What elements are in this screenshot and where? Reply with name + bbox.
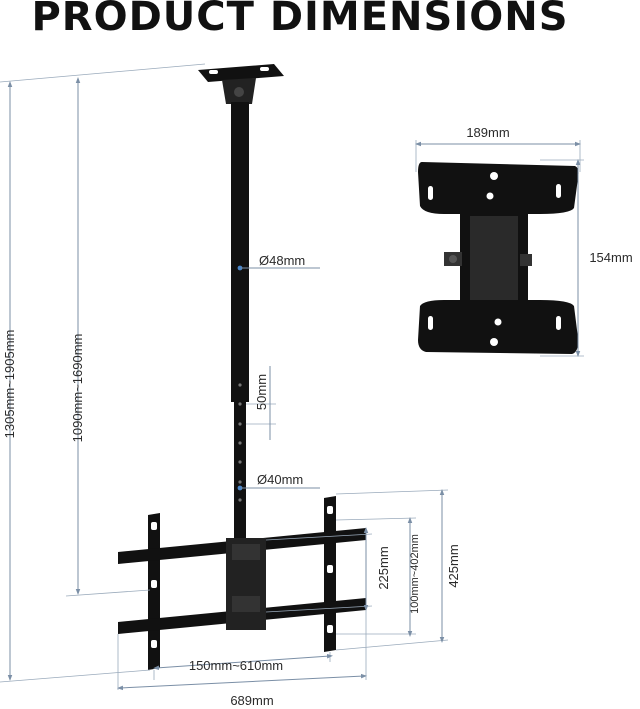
page-title: PRODUCT DIMENSIONS [31, 0, 569, 40]
vertical-range-label: 100mm~402mm [409, 534, 421, 614]
ceiling-mount [198, 64, 284, 104]
hole-spacing-label: 50mm [254, 374, 269, 410]
plate-width-label: 189mm [466, 125, 509, 140]
bracket-height-label: 425mm [446, 544, 461, 587]
plate-height-label: 154mm [589, 250, 632, 265]
vertical-spacing-label: 225mm [376, 546, 391, 589]
telescopic-pole [231, 102, 249, 540]
bracket-width-label: 689mm [230, 693, 273, 708]
tv-bracket [118, 496, 366, 670]
dimension-lines [0, 63, 584, 691]
dimension-labels: 1305mm~1905mm 1090mm~1690mm Ø48mm 50mm Ø… [2, 125, 633, 708]
ceiling-plate-detail [418, 162, 579, 354]
lower-pole-diameter-label: Ø40mm [257, 472, 303, 487]
horizontal-range-label: 150mm~610mm [189, 658, 283, 673]
upper-pole-diameter-label: Ø48mm [259, 253, 305, 268]
pole-length-label: 1090mm~1690mm [70, 334, 85, 443]
total-height-label: 1305mm~1905mm [2, 330, 17, 439]
